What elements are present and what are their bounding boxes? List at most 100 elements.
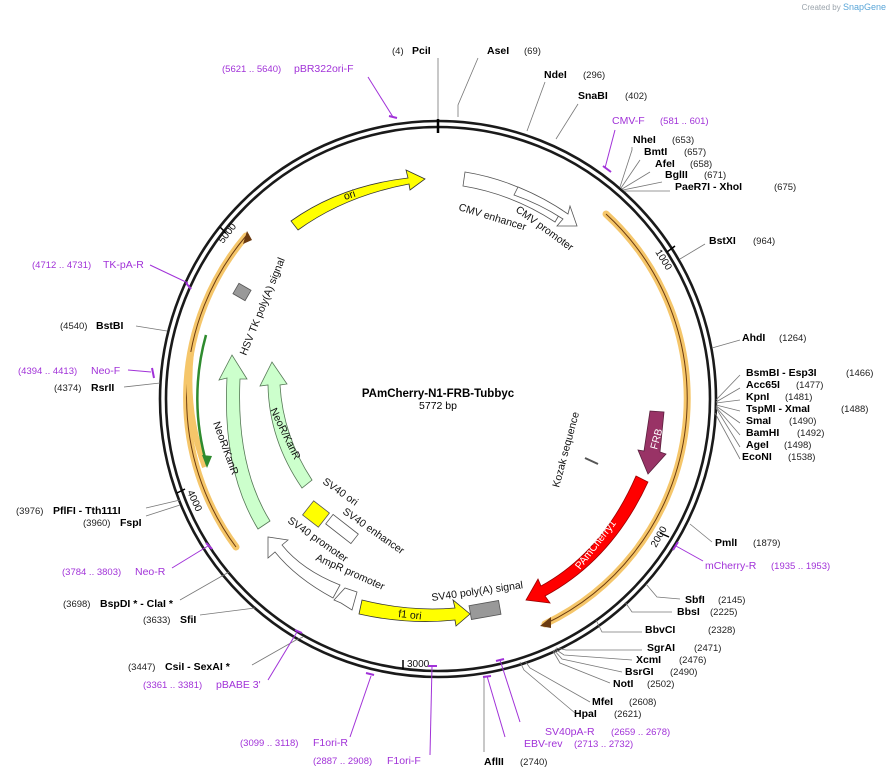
site-bbvci-name[interactable]: BbvCI	[645, 624, 675, 636]
orf-band-pamcherry-arrow	[540, 617, 551, 628]
site-bspdi-name[interactable]: BspDI * - ClaI *	[100, 598, 174, 610]
primers: (5621 .. 5640) pBR322ori-F CMV-F (581 ..…	[18, 63, 830, 767]
site-bglii-name[interactable]: BglII	[665, 169, 688, 181]
tick-1000-mark	[666, 245, 676, 253]
site-bsmbi-name[interactable]: BsmBI - Esp3I	[746, 367, 817, 379]
site-csii-name[interactable]: CsiI - SexAI *	[165, 661, 231, 673]
site-pflfi-name[interactable]: PflFI - Tth111I	[53, 505, 121, 517]
site-bmti-name[interactable]: BmtI	[644, 146, 667, 158]
leader-bglii	[622, 181, 663, 191]
site-bbsi-name[interactable]: BbsI	[677, 606, 700, 618]
primer-mcherry-r-pos: (1935 .. 1953)	[771, 561, 830, 572]
site-ndei-name[interactable]: NdeI	[544, 69, 567, 81]
site-rsrii-name[interactable]: RsrII	[91, 382, 114, 394]
primer-f1ori-r-name[interactable]: F1ori-R	[313, 737, 348, 749]
site-kpni-name[interactable]: KpnI	[746, 391, 769, 403]
ampr-promoter-arrow[interactable]	[333, 587, 358, 611]
pamcherry1-arrow[interactable]	[525, 475, 649, 604]
primer-mcherry-r-name[interactable]: mCherry-R	[705, 560, 757, 572]
cmv-promoter-arrow[interactable]	[513, 186, 578, 227]
site-pmli-name[interactable]: PmlI	[715, 537, 737, 549]
site-aflii-name[interactable]: AflII	[484, 756, 504, 768]
neor-outer-arrow[interactable]	[218, 354, 271, 530]
site-sbfi-name[interactable]: SbfI	[685, 594, 705, 606]
leader-rsrii	[123, 382, 161, 388]
site-sbfi-pos: (2145)	[718, 595, 745, 606]
primer-f1ori-f-name[interactable]: F1ori-F	[387, 755, 421, 767]
sv40-promoter-outer-arrow[interactable]	[267, 536, 341, 599]
neor-inner-arrow[interactable]	[259, 361, 313, 489]
site-noti-name[interactable]: NotI	[613, 678, 633, 690]
leader-f1ori-r	[349, 675, 372, 738]
site-pmli-pos: (1879)	[753, 538, 780, 549]
primer-ebv-rev-name[interactable]: EBV-rev	[524, 738, 563, 750]
leader-xcmi	[554, 648, 633, 661]
site-ahdi-name[interactable]: AhdI	[742, 332, 765, 344]
f1-ori-arrow[interactable]	[358, 598, 471, 627]
site-bglii-pos: (671)	[704, 170, 726, 181]
site-fspi-name[interactable]: FspI	[120, 517, 142, 529]
site-bstxi-name[interactable]: BstXI	[709, 235, 736, 247]
leader-mfei	[524, 660, 591, 703]
frb-arrow[interactable]	[637, 410, 667, 475]
leader-sbfi	[645, 583, 681, 600]
leader-cmv-f	[604, 129, 616, 169]
primer-pbabe-name[interactable]: pBABE 3'	[216, 679, 261, 691]
primer-pbabe-pos: (3361 .. 3381)	[143, 680, 202, 691]
site-mfei-name[interactable]: MfeI	[592, 696, 613, 708]
branding-prefix: Created by	[801, 3, 841, 12]
site-snabi-name[interactable]: SnaBI	[578, 90, 608, 102]
primer-tk-pa-r-name[interactable]: TK-pA-R	[103, 259, 144, 271]
leader-mcherry-r	[675, 545, 704, 562]
leader-snabi	[555, 103, 579, 140]
site-hpai-name[interactable]: HpaI	[574, 708, 597, 720]
sv40-ori-block[interactable]	[302, 500, 330, 528]
leader-nhei	[619, 147, 633, 188]
ori-arrow[interactable]	[290, 169, 426, 231]
site-sfii-name[interactable]: SfiI	[180, 614, 196, 626]
site-acc65i-name[interactable]: Acc65I	[746, 379, 780, 391]
site-rsrii-pos: (4374)	[54, 383, 81, 394]
primer-cmv-f-name[interactable]: CMV-F	[612, 115, 645, 127]
site-tspmi-name[interactable]: TspMI - XmaI	[746, 403, 810, 415]
site-tspmi-pos: (1488)	[841, 404, 868, 415]
site-mfei-pos: (2608)	[629, 697, 656, 708]
site-xcmi-name[interactable]: XcmI	[636, 654, 661, 666]
site-agei-name[interactable]: AgeI	[746, 439, 769, 451]
hsv-tk-polya-block[interactable]	[232, 282, 252, 302]
site-bsrgi-name[interactable]: BsrGI	[625, 666, 654, 678]
primer-neo-r-pos: (3784 .. 3803)	[62, 567, 121, 578]
leader-smai	[715, 405, 741, 424]
site-paer7i-name[interactable]: PaeR7I - XhoI	[675, 181, 742, 193]
primer-sv40pa-r-pos: (2659 .. 2678)	[611, 727, 670, 738]
site-bspdi-pos: (3698)	[63, 599, 90, 610]
site-bstbi-name[interactable]: BstBI	[96, 320, 124, 332]
cmv-enhancer-block[interactable]	[462, 171, 563, 223]
tick-3000: 3000	[407, 659, 430, 670]
frb-label: FRB	[648, 427, 665, 450]
sv40-enhancer-block[interactable]	[325, 513, 359, 545]
site-bamhi-name[interactable]: BamHI	[746, 427, 779, 439]
primer-sv40pa-r-name[interactable]: SV40pA-R	[545, 726, 595, 738]
leader-agei	[715, 407, 741, 448]
sv40-polya-block[interactable]	[468, 600, 502, 620]
primer-neo-f-name[interactable]: Neo-F	[91, 365, 120, 377]
marker-ebv-rev	[482, 675, 492, 678]
orf-band-green-arrow	[202, 455, 212, 468]
primer-leaders	[127, 76, 704, 756]
primer-pbr322ori-f-name[interactable]: pBR322ori-F	[294, 63, 354, 75]
site-acc65i-pos: (1477)	[796, 380, 823, 391]
site-econi-name[interactable]: EcoNI	[742, 451, 772, 463]
site-afei-name[interactable]: AfeI	[655, 158, 675, 170]
site-sgrai-name[interactable]: SgrAI	[647, 642, 675, 654]
site-smai-name[interactable]: SmaI	[746, 415, 771, 427]
marker-mcherry-r	[672, 541, 679, 551]
pamcherry1-label: PAmCherry1	[573, 518, 619, 572]
leader-pflfi	[145, 499, 181, 509]
site-nhei-name[interactable]: NheI	[633, 134, 656, 146]
site-asei-name[interactable]: AseI	[487, 45, 509, 57]
site-sfii-pos: (3633)	[143, 615, 170, 626]
leader-kpni	[715, 399, 741, 404]
primer-neo-r-name[interactable]: Neo-R	[135, 566, 166, 578]
site-pcii-name[interactable]: PciI	[412, 45, 431, 57]
